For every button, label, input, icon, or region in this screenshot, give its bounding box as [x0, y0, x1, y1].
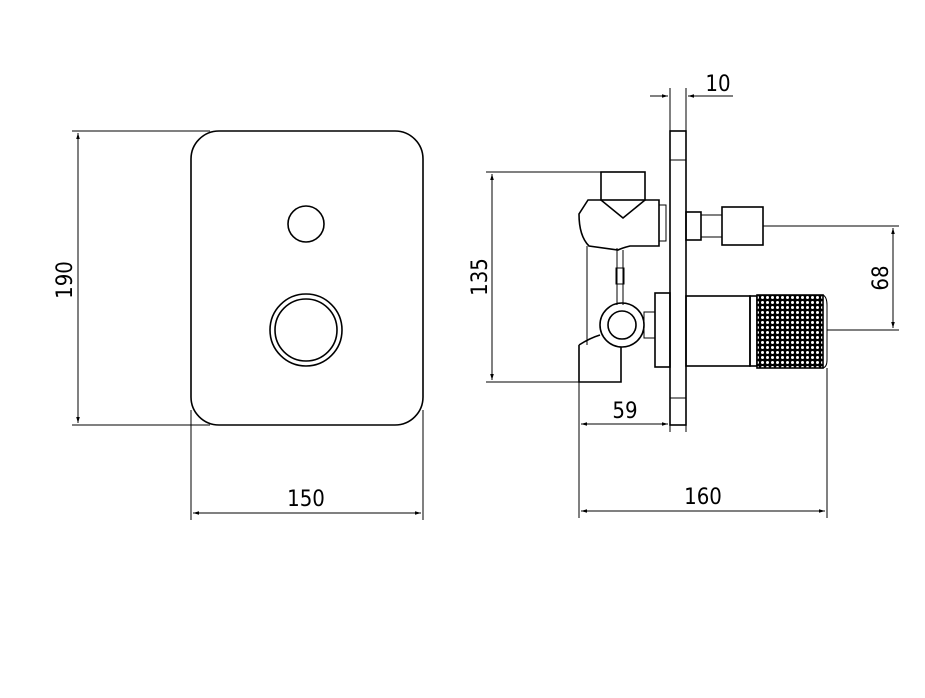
dimension-body-height: 135 — [468, 171, 645, 383]
dimension-plate-thickness: 10 — [650, 72, 733, 98]
control-knob-inner — [274, 298, 338, 362]
outlet-nut — [721, 206, 764, 246]
diverter-button — [287, 205, 325, 243]
label-135: 135 — [468, 258, 493, 296]
lower-fitting — [599, 302, 645, 348]
control-knob-outer — [269, 293, 343, 367]
label-190: 190 — [53, 261, 78, 299]
label-59: 59 — [612, 399, 637, 424]
label-10: 10 — [705, 72, 730, 97]
top-inlet — [600, 171, 646, 201]
cartridge-body — [685, 295, 751, 367]
dimension-outlet-offset: 68 — [763, 225, 899, 331]
valve-body-upper — [578, 199, 660, 251]
front-view — [190, 130, 424, 426]
dimension-body-depth: 59 — [578, 382, 668, 518]
cover-plate — [190, 130, 424, 426]
dimension-total-depth: 160 — [581, 368, 828, 518]
outlet-stem — [685, 211, 702, 241]
label-150: 150 — [287, 487, 325, 512]
label-68: 68 — [869, 265, 894, 290]
bottom-inlet — [578, 334, 622, 383]
label-160: 160 — [684, 485, 722, 510]
knurled-handle — [756, 294, 824, 369]
side-view — [578, 88, 828, 432]
dimension-plate-height: 190 — [53, 130, 210, 426]
wall-plate-section — [669, 130, 687, 426]
dimension-plate-width: 150 — [190, 410, 424, 520]
